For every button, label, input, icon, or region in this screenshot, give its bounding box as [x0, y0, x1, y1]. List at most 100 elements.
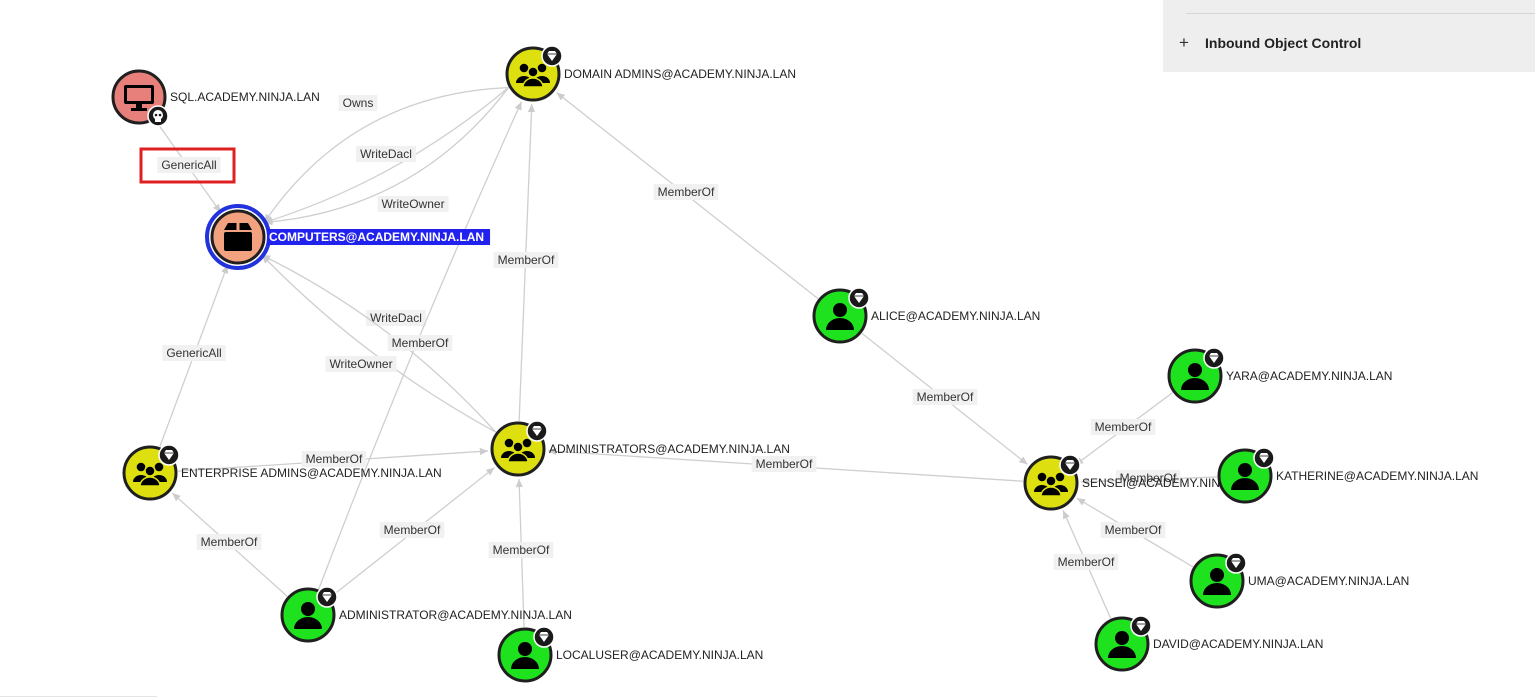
gem-icon: [533, 626, 555, 648]
edge-line: [264, 87, 509, 224]
edge-alice-sensei-memberof[interactable]: MemberOf: [861, 332, 1028, 465]
edge-label[interactable]: MemberOf: [201, 535, 258, 549]
node-david[interactable]: DAVID@ACADEMY.NINJA.LAN: [1094, 615, 1323, 672]
edge-label[interactable]: WriteDacl: [360, 147, 412, 161]
edge-label[interactable]: MemberOf: [1120, 471, 1177, 485]
user-icon: [294, 602, 322, 629]
group-icon: [133, 462, 167, 487]
node-label[interactable]: ADMINISTRATOR@ACADEMY.NINJA.LAN: [339, 608, 572, 622]
edge-label-background: [1053, 554, 1119, 570]
edge-label[interactable]: MemberOf: [1058, 555, 1115, 569]
user-icon: [511, 642, 539, 669]
edge-label[interactable]: WriteOwner: [381, 197, 444, 211]
node-label[interactable]: DOMAIN ADMINS@ACADEMY.NINJA.LAN: [564, 67, 796, 81]
annotation-highlight-box: [139, 147, 236, 184]
edge-administrators-computers-writedacl[interactable]: WriteDacl: [261, 254, 496, 433]
node-domain-admins[interactable]: DOMAIN ADMINS@ACADEMY.NINJA.LAN: [505, 45, 796, 102]
edge-label[interactable]: WriteOwner: [329, 357, 392, 371]
node-label[interactable]: UMA@ACADEMY.NINJA.LAN: [1248, 574, 1409, 588]
edge-enterprise_admins-administrators-memberof[interactable]: MemberOf: [177, 447, 489, 472]
gem-icon: [541, 45, 563, 67]
node-computers[interactable]: COMPUTERS@ACADEMY.NINJA.LAN: [205, 204, 491, 270]
edge-domain_admins-computers-writeowner[interactable]: WriteOwner: [264, 87, 510, 226]
selected-label-background: [267, 229, 491, 245]
edge-yara-sensei-memberof[interactable]: MemberOf: [1074, 392, 1173, 466]
edge-enterprise_admins-computers-genericall[interactable]: GenericAll: [159, 264, 229, 447]
edge-label[interactable]: MemberOf: [756, 457, 813, 471]
edge-alice-domain_admins-memberof[interactable]: MemberOf: [556, 92, 819, 300]
edge-label-background: [751, 456, 817, 472]
edge-label-background: [1100, 522, 1166, 538]
edge-domain_admins-computers-owns[interactable]: Owns: [263, 86, 509, 223]
node-label[interactable]: ENTERPRISE ADMINS@ACADEMY.NINJA.LAN: [181, 466, 442, 480]
edge-katherine-sensei-memberof[interactable]: MemberOf: [1080, 470, 1218, 486]
edge-label[interactable]: MemberOf: [658, 185, 715, 199]
edge-administrators-domain_admins-memberof[interactable]: MemberOf: [493, 103, 559, 422]
gem-icon: [1059, 454, 1081, 476]
node-label[interactable]: KATHERINE@ACADEMY.NINJA.LAN: [1276, 469, 1478, 483]
edge-administrator-domain_admins-memberof[interactable]: MemberOf: [318, 101, 523, 590]
inbound-object-control-section[interactable]: + Inbound Object Control: [1179, 34, 1361, 52]
side-panel: + Inbound Object Control: [1163, 0, 1535, 72]
edge-domain_admins-computers-writedacl[interactable]: WriteDacl: [264, 87, 509, 224]
panel-divider: [1186, 13, 1535, 14]
edge-label[interactable]: MemberOf: [1095, 420, 1152, 434]
node-sensei[interactable]: SENSEI@ACADEMY.NINJA.LAN: [1023, 454, 1261, 511]
node-label[interactable]: ALICE@ACADEMY.NINJA.LAN: [871, 309, 1040, 323]
skull-icon: [147, 105, 169, 127]
gem-icon: [1225, 552, 1247, 574]
edge-label[interactable]: MemberOf: [392, 336, 449, 350]
edge-administrator-administrators-memberof[interactable]: MemberOf: [329, 467, 495, 599]
node-yara[interactable]: YARA@ACADEMY.NINJA.LAN: [1167, 347, 1392, 404]
node-label[interactable]: SQL.ACADEMY.NINJA.LAN: [170, 90, 320, 104]
node-enterprise-admins[interactable]: ENTERPRISE ADMINS@ACADEMY.NINJA.LAN: [122, 444, 442, 501]
expand-plus-icon[interactable]: +: [1179, 33, 1189, 52]
node-label[interactable]: SENSEI@ACADEMY.NINJA.LAN: [1082, 476, 1261, 490]
edge-label[interactable]: MemberOf: [306, 452, 363, 466]
edge-label-background: [1115, 470, 1181, 486]
edge-label-background: [301, 451, 367, 467]
inbound-object-control-title: Inbound Object Control: [1205, 35, 1362, 51]
gem-icon: [1253, 447, 1275, 469]
node-administrator[interactable]: ADMINISTRATOR@ACADEMY.NINJA.LAN: [280, 586, 572, 643]
edge-administrator-enterprise_admins-memberof[interactable]: MemberOf: [171, 492, 288, 597]
footer-divider: [0, 696, 157, 697]
node-uma[interactable]: UMA@ACADEMY.NINJA.LAN: [1189, 552, 1409, 609]
edge-sensei-administrators-memberof[interactable]: MemberOf: [547, 447, 1024, 482]
edge-label-background: [366, 310, 426, 326]
gem-icon: [158, 444, 180, 466]
edge-label[interactable]: WriteDacl: [370, 311, 422, 325]
edge-label[interactable]: Owns: [343, 96, 374, 110]
edge-label[interactable]: MemberOf: [917, 390, 974, 404]
node-katherine[interactable]: KATHERINE@ACADEMY.NINJA.LAN: [1217, 447, 1478, 504]
edge-label[interactable]: GenericAll: [161, 158, 216, 172]
edge-uma-sensei-memberof[interactable]: MemberOf: [1076, 497, 1194, 568]
box-icon: [224, 223, 252, 251]
edge-david-sensei-memberof[interactable]: MemberOf: [1053, 510, 1119, 619]
edge-label[interactable]: MemberOf: [493, 543, 550, 557]
edge-localuser-administrators-memberof[interactable]: MemberOf: [488, 478, 554, 628]
edges-layer: GenericAllOwnsWriteDaclWriteOwnerMemberO…: [139, 86, 1218, 628]
node-label[interactable]: ADMINISTRATORS@ACADEMY.NINJA.LAN: [549, 442, 790, 456]
node-alice[interactable]: ALICE@ACADEMY.NINJA.LAN: [812, 287, 1040, 344]
edge-label[interactable]: MemberOf: [1105, 523, 1162, 537]
edge-label[interactable]: MemberOf: [498, 253, 555, 267]
monitor-icon: [124, 85, 154, 111]
edge-label-background: [325, 356, 397, 372]
edge-label-background: [157, 157, 221, 173]
node-administrators[interactable]: ADMINISTRATORS@ACADEMY.NINJA.LAN: [490, 420, 790, 477]
edge-label[interactable]: GenericAll: [166, 346, 221, 360]
node-label[interactable]: LOCALUSER@ACADEMY.NINJA.LAN: [556, 648, 763, 662]
node-label[interactable]: COMPUTERS@ACADEMY.NINJA.LAN: [269, 230, 484, 244]
edge-label-background: [356, 146, 416, 162]
group-icon: [501, 438, 535, 463]
edge-sql-computers-genericall[interactable]: GenericAll: [139, 119, 236, 213]
edge-administrators-computers-writeowner[interactable]: WriteOwner: [261, 254, 497, 433]
node-label[interactable]: YARA@ACADEMY.NINJA.LAN: [1226, 369, 1392, 383]
node-label[interactable]: DAVID@ACADEMY.NINJA.LAN: [1153, 637, 1323, 651]
edge-label-background: [912, 389, 978, 405]
node-localuser[interactable]: LOCALUSER@ACADEMY.NINJA.LAN: [497, 626, 763, 683]
node-sql[interactable]: SQL.ACADEMY.NINJA.LAN: [111, 69, 320, 127]
edge-label[interactable]: MemberOf: [384, 523, 441, 537]
